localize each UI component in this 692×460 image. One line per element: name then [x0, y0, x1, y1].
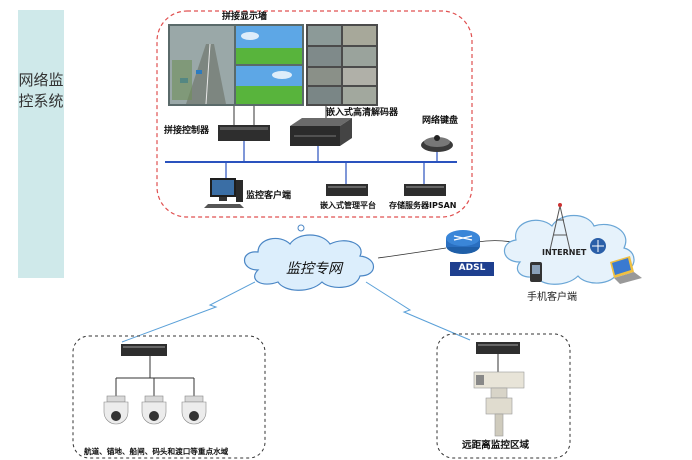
mobile-client-label: 手机客户端: [527, 292, 577, 303]
remote-site-box: [436, 333, 571, 459]
splice-controller-label: 拼接控制器: [164, 126, 210, 136]
video-wall: [168, 24, 304, 106]
private-network-label: 监控专网: [286, 261, 342, 277]
link-to-remote: [365, 281, 471, 341]
waterway-site-box: [72, 335, 266, 459]
router-globe-icon: [590, 238, 606, 254]
embedded-mgmt-platform: [326, 184, 368, 196]
video-wall-label: 拼接显示墙: [222, 12, 268, 22]
remote-switch: [476, 342, 520, 354]
monitor-client: [204, 178, 244, 208]
waterway-label: 航道、锚地、船闸、码头和渡口等重点水域: [84, 447, 229, 456]
link-to-waterway: [121, 281, 256, 343]
embedded-mgmt-platform-label: 嵌入式管理平台: [320, 201, 376, 210]
waterway-switch: [121, 344, 167, 356]
monitor-client-label: 监控客户端: [246, 191, 292, 201]
splice-controller: [218, 106, 270, 141]
network-keyboard-label: 网络键盘: [422, 116, 459, 126]
diagram-title: 网络监控系统: [18, 71, 64, 110]
cell-tower-icon: [549, 203, 571, 251]
adsl-router: [446, 230, 494, 276]
laptop-icon: [610, 256, 642, 284]
title-panel: [18, 10, 64, 278]
dome-camera-icon: [103, 395, 129, 425]
storage-server-label: 存储服务器IPSAN: [389, 201, 457, 210]
storage-server: [404, 184, 446, 196]
control-center-box: [156, 10, 473, 218]
dome-camera-icon: [181, 395, 207, 425]
remote-area-label: 远距离监控区域: [462, 440, 530, 451]
ptz-camera-icon: [473, 371, 525, 437]
internet-label: INTERNET: [542, 248, 587, 257]
network-keyboard: [421, 135, 453, 152]
embedded-decoder: [290, 106, 352, 146]
private-network-cloud: [243, 234, 375, 291]
adsl-label: ADSL: [458, 263, 486, 273]
mobile-phone-icon: [530, 262, 542, 282]
adsl-link: [377, 247, 447, 259]
embedded-decoder-label: 嵌入式高清解码器: [326, 108, 399, 118]
video-wall-grid: [306, 24, 378, 106]
dome-camera-icon: [141, 395, 167, 425]
